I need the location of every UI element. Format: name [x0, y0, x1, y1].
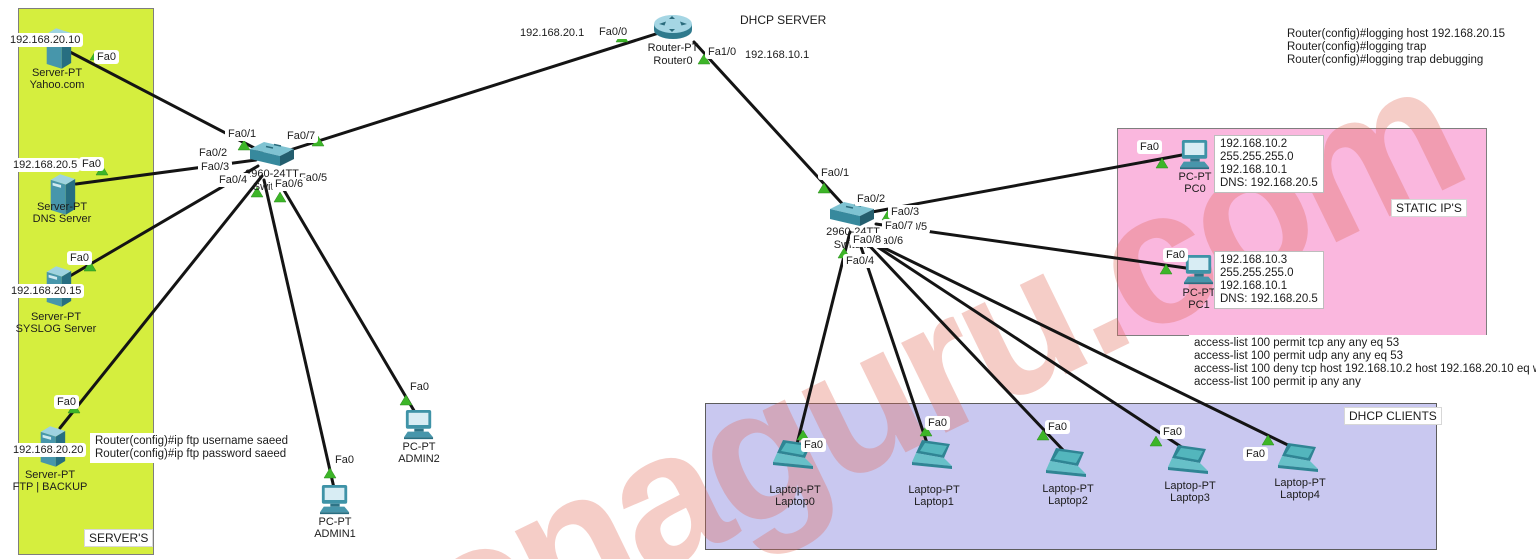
switch1-port-fa07: Fa0/7: [882, 219, 917, 233]
switch1-port-fa01: Fa0/1: [818, 166, 853, 180]
admin1-port-label: Fa0: [332, 453, 357, 467]
switch0-port-fa02: Fa0/2: [196, 146, 231, 160]
link-up-indicator: [817, 182, 831, 194]
dhcp-clients-region-label: DHCP CLIENTS: [1344, 407, 1442, 425]
switch0-port-fa07: Fa0/7: [284, 129, 319, 143]
server-ftp-ip: 192.168.20.20: [10, 443, 87, 457]
server-dns-ip: 192.168.20.5: [10, 158, 81, 172]
router0-ip-right: 192.168.10.1: [742, 48, 813, 62]
server-dns-port-label: Fa0: [79, 157, 104, 171]
switch1-port-fa03: Fa0/3: [888, 205, 923, 219]
laptop2-port-label: Fa0: [1045, 420, 1070, 434]
switch0-port-fa01: Fa0/1: [225, 127, 260, 141]
laptop4-port-label: Fa0: [1243, 447, 1268, 461]
switch0-icon[interactable]: [248, 140, 296, 168]
router0-port-fa00: Fa0/0: [596, 25, 631, 39]
switch0-port-fa06: Fa0/6: [272, 177, 307, 191]
router0-ip-left: 192.168.20.1: [517, 26, 588, 40]
pc1-note: 192.168.10.3 255.255.255.0 192.168.10.1 …: [1214, 251, 1324, 309]
laptop1-icon[interactable]: [912, 440, 956, 474]
admin2-icon[interactable]: [402, 410, 436, 440]
pc1-port-label: Fa0: [1163, 248, 1188, 262]
pc0-note: 192.168.10.2 255.255.255.0 192.168.10.1 …: [1214, 135, 1324, 193]
server-yahoo-port-label: Fa0: [94, 50, 119, 64]
laptop4-icon[interactable]: [1278, 443, 1322, 477]
link-router0-switch1[interactable]: [692, 40, 850, 212]
note-logging-config: Router(config)#logging host 192.168.20.1…: [1282, 26, 1511, 69]
laptop1-port-label: Fa0: [925, 416, 950, 430]
dhcp-server-annotation: DHCP SERVER: [736, 12, 831, 28]
admin2-port-label: Fa0: [407, 380, 432, 394]
router0-port-fa10: Fa1/0: [705, 45, 740, 59]
switch1-port-fa02: Fa0/2: [854, 192, 889, 206]
link-switch0-admin2[interactable]: [276, 178, 418, 416]
laptop3-port-label: Fa0: [1160, 425, 1185, 439]
pc0-icon[interactable]: [1178, 140, 1212, 170]
server-yahoo-ip: 192.168.20.10: [7, 33, 84, 47]
link-up-indicator: [273, 191, 287, 203]
laptop2-icon[interactable]: [1046, 448, 1090, 482]
link-up-indicator: [323, 467, 337, 479]
router0-icon[interactable]: [652, 12, 694, 42]
switch0-port-fa03: Fa0/3: [198, 160, 233, 174]
laptop0-port-label: Fa0: [801, 438, 826, 452]
link-switch0-router0[interactable]: [288, 30, 664, 152]
note-ftp-config: Router(config)#ip ftp username saeed Rou…: [90, 433, 294, 463]
server-syslog-port-label: Fa0: [67, 251, 92, 265]
static-ips-region-label: STATIC IP'S: [1391, 199, 1467, 217]
servers-region-label: SERVER'S: [84, 529, 154, 547]
admin1-icon[interactable]: [318, 485, 352, 515]
switch1-port-fa04: Fa0/4: [843, 254, 878, 268]
link-up-indicator: [399, 394, 413, 406]
switch0-port-fa04: Fa0/4: [216, 173, 251, 187]
server-syslog-ip: 192.168.20.15: [8, 284, 85, 298]
note-access-list: access-list 100 permit tcp any any eq 53…: [1189, 335, 1536, 391]
laptop3-icon[interactable]: [1168, 445, 1212, 479]
server-ftp-port-label: Fa0: [54, 395, 79, 409]
switch1-port-fa08: Fa0/8: [850, 233, 885, 247]
pc0-port-label: Fa0: [1137, 140, 1162, 154]
